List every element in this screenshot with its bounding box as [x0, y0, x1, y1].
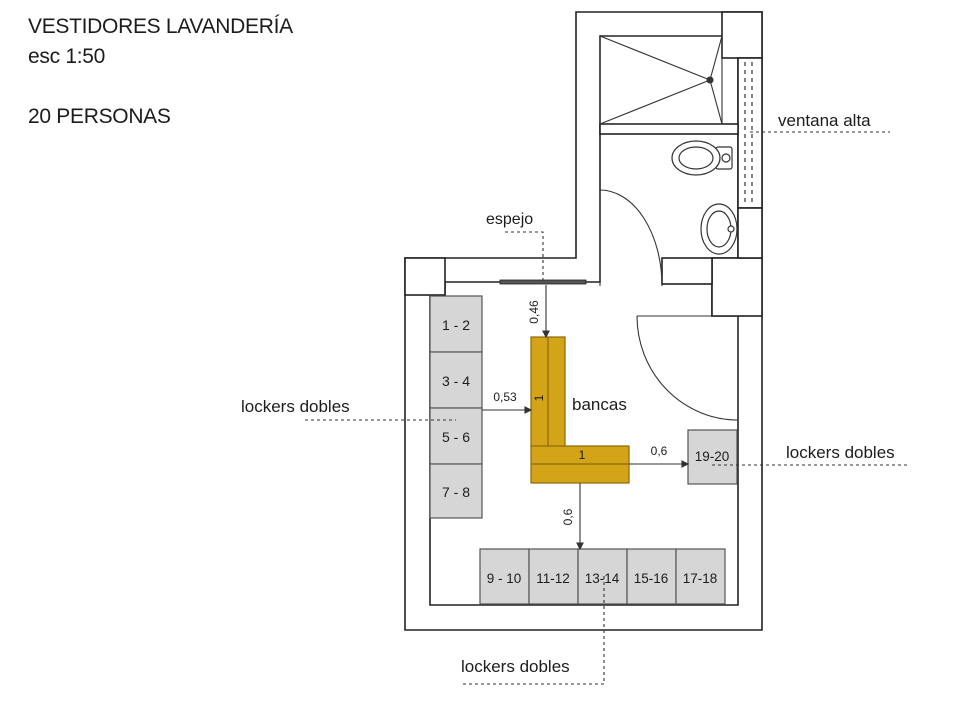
locker-7-8: [429, 463, 483, 519]
benches: [530, 336, 630, 484]
locker-17-18: [675, 548, 726, 605]
locker-labels-bottom: 9 - 10 11-12 13-14 15-16 17-18: [487, 571, 718, 586]
dimension-lines: [482, 285, 690, 551]
leader-lines: [305, 131, 910, 685]
locker-label: 11-12: [536, 571, 570, 586]
window-sill: [737, 207, 763, 259]
shower-icon: [599, 35, 723, 125]
bathroom-partition-top: [599, 123, 739, 135]
bench-dim-vertical: 1: [532, 394, 546, 401]
label-ventana-alta: ventana alta: [778, 111, 871, 130]
leader-espejo: [505, 231, 544, 282]
locker-label: 17-18: [683, 571, 718, 586]
locker-label: 5 - 6: [442, 429, 470, 445]
label-lockers-dobles-left: lockers dobles: [241, 397, 350, 416]
locker-11-12: [528, 548, 579, 605]
window-column: [737, 57, 763, 209]
dim-left-gap: 0,53: [493, 390, 517, 404]
column-mid-right: [711, 257, 763, 317]
bathroom-door: [599, 189, 663, 287]
dim-mirror-gap: 0,46: [527, 300, 541, 324]
walls: [404, 11, 763, 631]
label-lockers-dobles-bottom: lockers dobles: [461, 657, 570, 676]
bench-dim-horizontal: 1: [579, 448, 586, 462]
toilet-icon: [671, 140, 733, 176]
locker-labels-left: 1 - 2 3 - 4 5 - 6 7 - 8: [442, 317, 470, 500]
bathroom-partition-low: [661, 257, 713, 285]
locker-label: 15-16: [634, 571, 669, 586]
dim-bottom-gap: 0,6: [561, 508, 575, 525]
plan-title: VESTIDORES LAVANDERÍA: [28, 15, 293, 38]
title-block: VESTIDORES LAVANDERÍA esc 1:50 20 PERSON…: [28, 12, 293, 132]
dim-right-gap: 0,6: [651, 444, 668, 458]
locker-label: 9 - 10: [487, 571, 522, 586]
bench-label: bancas: [572, 395, 627, 414]
locker-15-16: [626, 548, 677, 605]
column-top-left: [404, 257, 446, 296]
locker-label: 19-20: [695, 449, 730, 464]
entry-door: [636, 315, 739, 421]
plan-scale: esc 1:50: [28, 45, 105, 68]
locker-label: 7 - 8: [442, 484, 470, 500]
locker-5-6: [429, 407, 483, 465]
sink-icon: [700, 203, 738, 255]
locker-row-bottom: [479, 548, 726, 605]
column-top-right: [721, 11, 763, 59]
locker-1-2: [429, 295, 483, 353]
locker-3-4: [429, 351, 483, 409]
leader-lockers-bottom: [460, 576, 605, 685]
locker-19-20: [687, 429, 738, 485]
locker-label: 1 - 2: [442, 317, 470, 333]
locker-9-10: [479, 548, 530, 605]
locker-label: 3 - 4: [442, 373, 470, 389]
label-lockers-dobles-right: lockers dobles: [786, 443, 895, 462]
plan-capacity: 20 PERSONAS: [28, 105, 171, 128]
locker-column-left: [429, 295, 483, 519]
label-espejo: espejo: [486, 211, 533, 228]
locker-label: 13-14: [585, 571, 620, 586]
